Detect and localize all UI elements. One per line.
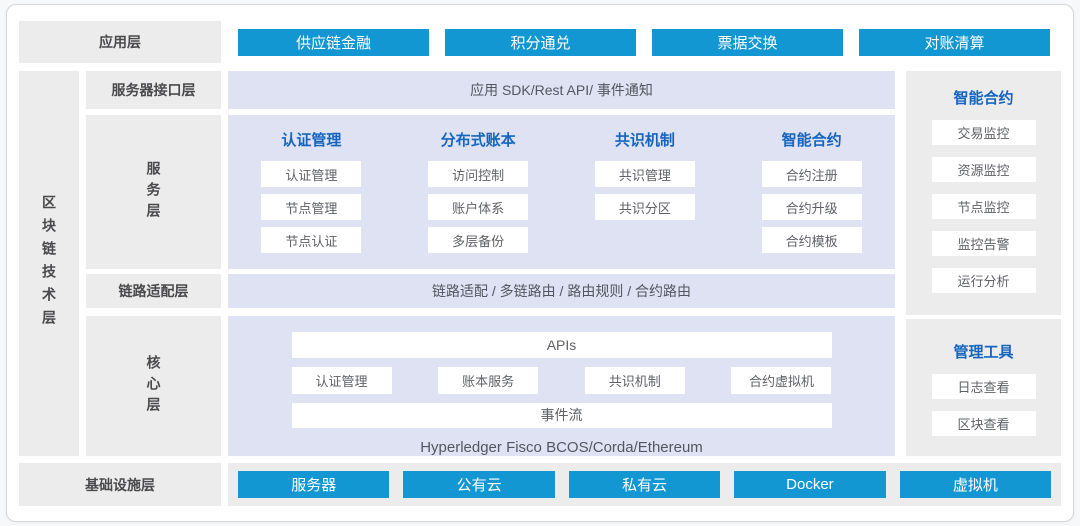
- tools-item: 区块查看: [931, 411, 1036, 436]
- tools-item: 日志查看: [931, 374, 1036, 399]
- app-layer-buttons: 供应链金融 积分通兑 票据交换 对账清算: [238, 29, 1050, 56]
- link-layer-content: 链路适配 / 多链路由 / 路由规则 / 合约路由: [228, 274, 895, 308]
- service-column-header: 分布式账本: [440, 132, 516, 149]
- infra-button-private-cloud[interactable]: 私有云: [568, 471, 721, 498]
- service-column-ledger: 分布式账本 访问控制 账户体系 多层备份: [395, 129, 562, 269]
- monitoring-item: 节点监控: [931, 194, 1036, 219]
- tech-layer-label: 区块链技术层: [41, 194, 57, 333]
- interface-layer-label: 服务器接口层: [86, 71, 221, 109]
- infra-button-vm[interactable]: 虚拟机: [899, 471, 1052, 498]
- infra-button-public-cloud[interactable]: 公有云: [403, 471, 555, 498]
- service-layer-label: 服务层: [86, 115, 221, 269]
- app-layer-label: 应用层: [19, 21, 221, 63]
- core-module: 认证管理: [291, 366, 392, 394]
- infra-layer-strip: 服务器 公有云 私有云 Docker 虚拟机: [228, 463, 1061, 506]
- service-column-header: 智能合约: [781, 132, 842, 149]
- service-column-header: 认证管理: [281, 132, 342, 149]
- service-item: 访问控制: [428, 161, 529, 187]
- core-module: 合约虚拟机: [731, 366, 832, 394]
- core-modules-row: 认证管理 账本服务 共识机制 合约虚拟机: [291, 366, 832, 394]
- core-layer-label-text: 核心层: [145, 354, 162, 418]
- diagram-card: 应用层 供应链金融 积分通兑 票据交换 对账清算 区块链技术层 服务器接口层 服…: [6, 4, 1074, 522]
- service-item: 认证管理: [261, 161, 362, 187]
- link-layer-label: 链路适配层: [86, 274, 221, 308]
- monitoring-panel: 智能合约 交易监控 资源监控 节点监控 监控告警 运行分析: [906, 71, 1061, 315]
- apis-bar: APIs: [291, 332, 832, 358]
- service-item: 节点认证: [261, 227, 362, 253]
- service-item: 共识分区: [594, 194, 695, 220]
- core-module: 账本服务: [438, 366, 539, 394]
- service-item: 账户体系: [428, 194, 529, 220]
- infra-button-docker[interactable]: Docker: [734, 471, 886, 498]
- service-column-header: 共识机制: [614, 132, 675, 149]
- monitoring-item: 交易监控: [931, 120, 1036, 145]
- tools-panel: 管理工具 日志查看 区块查看: [906, 319, 1061, 456]
- service-item: 合约升级: [761, 194, 862, 220]
- infra-button-server[interactable]: 服务器: [238, 471, 390, 498]
- app-button-reconciliation[interactable]: 对账清算: [859, 29, 1050, 56]
- app-button-supply-chain-finance[interactable]: 供应链金融: [238, 29, 429, 56]
- service-item: 节点管理: [261, 194, 362, 220]
- event-stream-bar: 事件流: [291, 402, 832, 428]
- interface-layer-content: 应用 SDK/Rest API/ 事件通知: [228, 71, 895, 109]
- service-column-consensus: 共识机制 共识管理 共识分区: [562, 129, 729, 269]
- core-module: 共识机制: [584, 366, 685, 394]
- service-column-auth: 认证管理 认证管理 节点管理 节点认证: [228, 129, 395, 269]
- service-item: 共识管理: [594, 161, 695, 187]
- service-item: 合约模板: [761, 227, 862, 253]
- service-item: 合约注册: [761, 161, 862, 187]
- app-button-points-exchange[interactable]: 积分通兑: [445, 29, 636, 56]
- infra-layer-label: 基础设施层: [19, 463, 221, 506]
- core-layer-label: 核心层: [86, 316, 221, 456]
- monitoring-item: 监控告警: [931, 231, 1036, 256]
- core-layer-panel: APIs 认证管理 账本服务 共识机制 合约虚拟机 事件流 Hyperledge…: [228, 316, 895, 456]
- service-item: 多层备份: [428, 227, 529, 253]
- monitoring-item: 运行分析: [931, 268, 1036, 293]
- monitoring-panel-title: 智能合约: [953, 90, 1014, 107]
- tools-panel-title: 管理工具: [953, 344, 1014, 361]
- service-column-contract: 智能合约 合约注册 合约升级 合约模板: [728, 129, 895, 269]
- platforms-text: Hyperledger Fisco BCOS/Corda/Ethereum: [420, 439, 703, 456]
- tech-layer-rail: 区块链技术层: [19, 71, 79, 456]
- service-layer-panel: 认证管理 认证管理 节点管理 节点认证 分布式账本 访问控制 账户体系 多层备份…: [228, 115, 895, 269]
- app-button-bill-exchange[interactable]: 票据交换: [652, 29, 843, 56]
- service-layer-label-text: 服务层: [145, 160, 162, 224]
- monitoring-item: 资源监控: [931, 157, 1036, 182]
